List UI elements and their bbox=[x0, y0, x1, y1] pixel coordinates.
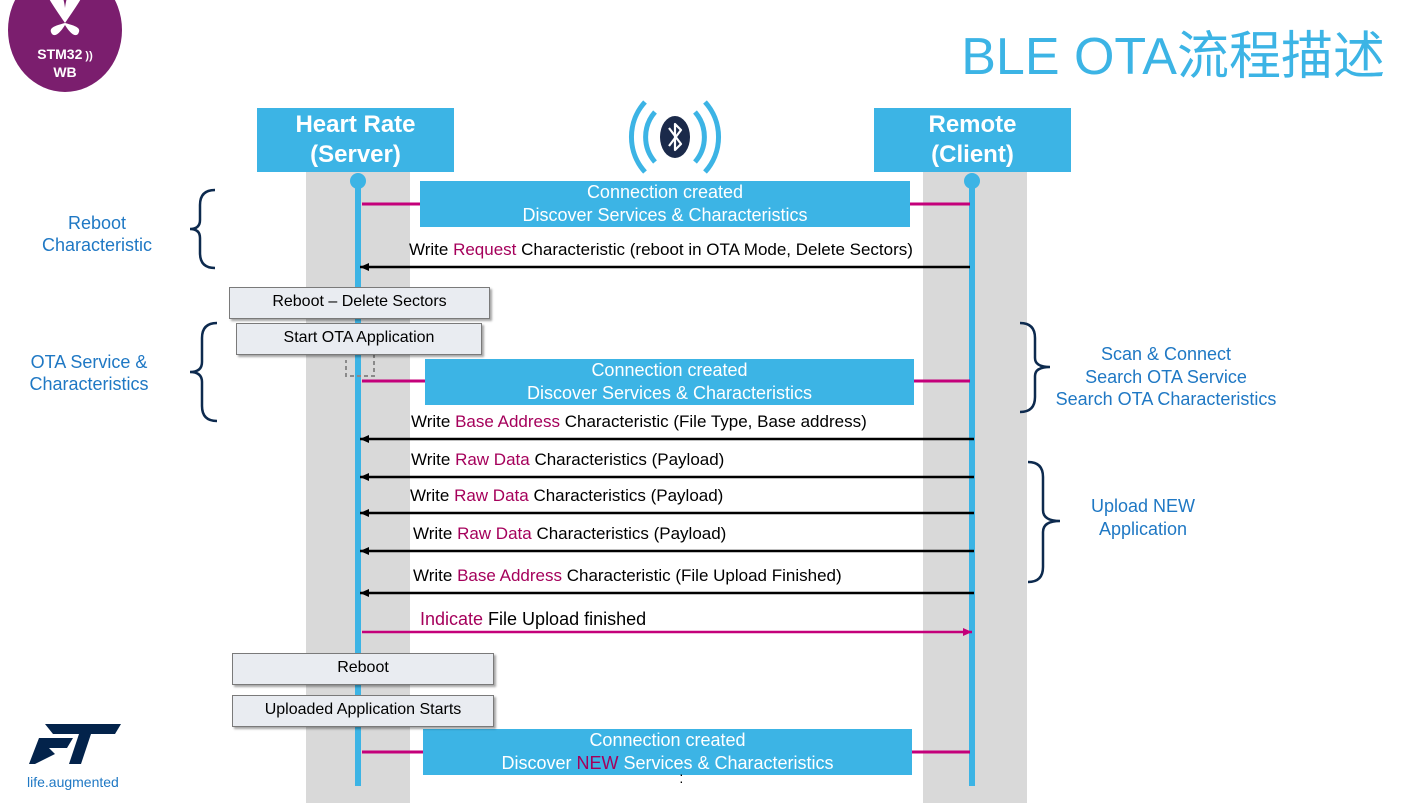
annotation-2-line1: OTA Service & bbox=[30, 352, 148, 372]
annotation-4-line2: Application bbox=[1098, 518, 1188, 539]
annotation-3-line2: Search OTA Service bbox=[1085, 366, 1247, 387]
message-7-hl: Indicate bbox=[420, 609, 484, 629]
message-2-post: Characteristic (File Type, Base address) bbox=[559, 412, 867, 431]
message-3: Write Raw Data Characteristics (Payload) bbox=[411, 450, 724, 470]
connection-3-pre: Discover bbox=[501, 753, 577, 773]
connection-2-line2: Discover Services & Characteristics bbox=[526, 383, 813, 403]
slide-title: BLE OTA流程描述 bbox=[961, 28, 1385, 86]
connection-stubs bbox=[362, 202, 970, 754]
action-uploaded-app-starts: Uploaded Application Starts bbox=[232, 695, 494, 727]
message-6: Write Base Address Characteristic (File … bbox=[413, 566, 842, 586]
message-2: Write Base Address Characteristic (File … bbox=[411, 412, 867, 432]
connection-box-2: Connection created Discover Services & C… bbox=[425, 359, 914, 405]
annotation-3-line3: Search OTA Characteristics bbox=[1055, 389, 1277, 409]
message-3-pre: Write bbox=[411, 450, 456, 469]
connection-box-3: Connection created Discover NEW Services… bbox=[423, 729, 912, 775]
message-4: Write Raw Data Characteristics (Payload) bbox=[410, 486, 723, 506]
annotation-3-line1: Scan & Connect bbox=[1100, 344, 1232, 364]
client-lane bbox=[923, 170, 1027, 803]
annotation-4-line1: Upload NEW bbox=[1090, 496, 1196, 516]
annotation-2-line2: Characteristics bbox=[29, 374, 149, 394]
badge-label: STM32 )) WB bbox=[8, 46, 122, 80]
wireless-icon: )) bbox=[82, 50, 93, 62]
connection-3-line2: Discover NEW Services & Characteristics bbox=[423, 752, 912, 775]
server-line2: (Server) bbox=[310, 141, 401, 168]
butterfly-icon bbox=[49, 0, 81, 36]
client-participant: Remote (Client) bbox=[874, 108, 1071, 172]
server-lifeline bbox=[355, 180, 361, 786]
message-6-hl: Base Address bbox=[457, 566, 562, 585]
message-1-post: Characteristic (reboot in OTA Mode, Dele… bbox=[516, 240, 913, 259]
annotation-1-line1: Reboot bbox=[67, 213, 127, 233]
message-5-pre: Write bbox=[413, 524, 458, 543]
message-4-pre: Write bbox=[410, 486, 455, 505]
action-reboot-delete: Reboot – Delete Sectors bbox=[229, 287, 490, 319]
annotation-ota-service: OTA Service & Characteristics bbox=[14, 351, 164, 395]
message-6-post: Characteristic (File Upload Finished) bbox=[561, 566, 842, 585]
connection-2-line1: Connection created bbox=[591, 360, 748, 380]
badge-line1: STM32 bbox=[37, 46, 83, 62]
message-3-hl: Raw Data bbox=[455, 450, 530, 469]
connection-3-post: Services & Characteristics bbox=[618, 753, 834, 773]
message-2-hl: Base Address bbox=[455, 412, 560, 431]
stm32wb-badge: STM32 )) WB bbox=[8, 0, 122, 92]
action-start-ota: Start OTA Application bbox=[236, 323, 482, 355]
left-brace-1 bbox=[189, 188, 216, 270]
client-lifeline bbox=[969, 180, 975, 786]
annotation-upload-new: Upload NEW Application bbox=[1068, 495, 1218, 540]
message-5: Write Raw Data Characteristics (Payload) bbox=[413, 524, 726, 544]
annotation-scan-connect: Scan & Connect Search OTA Service Search… bbox=[1046, 343, 1286, 411]
message-1-hl: Request bbox=[453, 240, 517, 259]
message-4-hl: Raw Data bbox=[454, 486, 529, 505]
connection-1-line1: Connection created bbox=[586, 182, 744, 202]
message-2-pre: Write bbox=[411, 412, 456, 431]
connection-box-1: Connection created Discover Services & C… bbox=[420, 181, 910, 227]
server-lifeline-dot bbox=[350, 173, 366, 189]
connection-3-hl: NEW bbox=[576, 753, 619, 773]
bluetooth-icon bbox=[629, 100, 721, 174]
message-1-pre: Write bbox=[409, 240, 454, 259]
client-line1: Remote bbox=[928, 111, 1017, 138]
client-lifeline-dot bbox=[964, 173, 980, 189]
message-6-pre: Write bbox=[413, 566, 458, 585]
connection-3-line1: Connection created bbox=[589, 730, 746, 750]
message-5-post: Characteristics (Payload) bbox=[531, 524, 727, 543]
st-logo-tagline: life.augmented bbox=[27, 774, 119, 790]
message-7: Indicate File Upload finished bbox=[420, 609, 646, 630]
message-3-post: Characteristics (Payload) bbox=[529, 450, 725, 469]
server-participant: Heart Rate (Server) bbox=[257, 108, 454, 172]
continuation-dots: ·· bbox=[679, 766, 684, 789]
client-line2: (Client) bbox=[931, 141, 1014, 168]
annotation-1-line2: Characteristic bbox=[41, 235, 153, 255]
left-brace-2 bbox=[189, 321, 218, 423]
action-reboot: Reboot bbox=[232, 653, 494, 685]
message-7-post: File Upload finished bbox=[483, 609, 647, 629]
st-logo-icon bbox=[29, 724, 121, 764]
annotation-reboot-characteristic: Reboot Characteristic bbox=[22, 212, 172, 256]
message-5-hl: Raw Data bbox=[457, 524, 532, 543]
message-4-post: Characteristics (Payload) bbox=[528, 486, 724, 505]
right-brace-2 bbox=[1027, 460, 1061, 584]
right-brace-1 bbox=[1019, 321, 1051, 414]
badge-line2: WB bbox=[53, 64, 77, 80]
server-line1: Heart Rate bbox=[295, 111, 416, 138]
message-1: Write Request Characteristic (reboot in … bbox=[409, 240, 913, 260]
connection-1-line2: Discover Services & Characteristics bbox=[522, 205, 808, 225]
